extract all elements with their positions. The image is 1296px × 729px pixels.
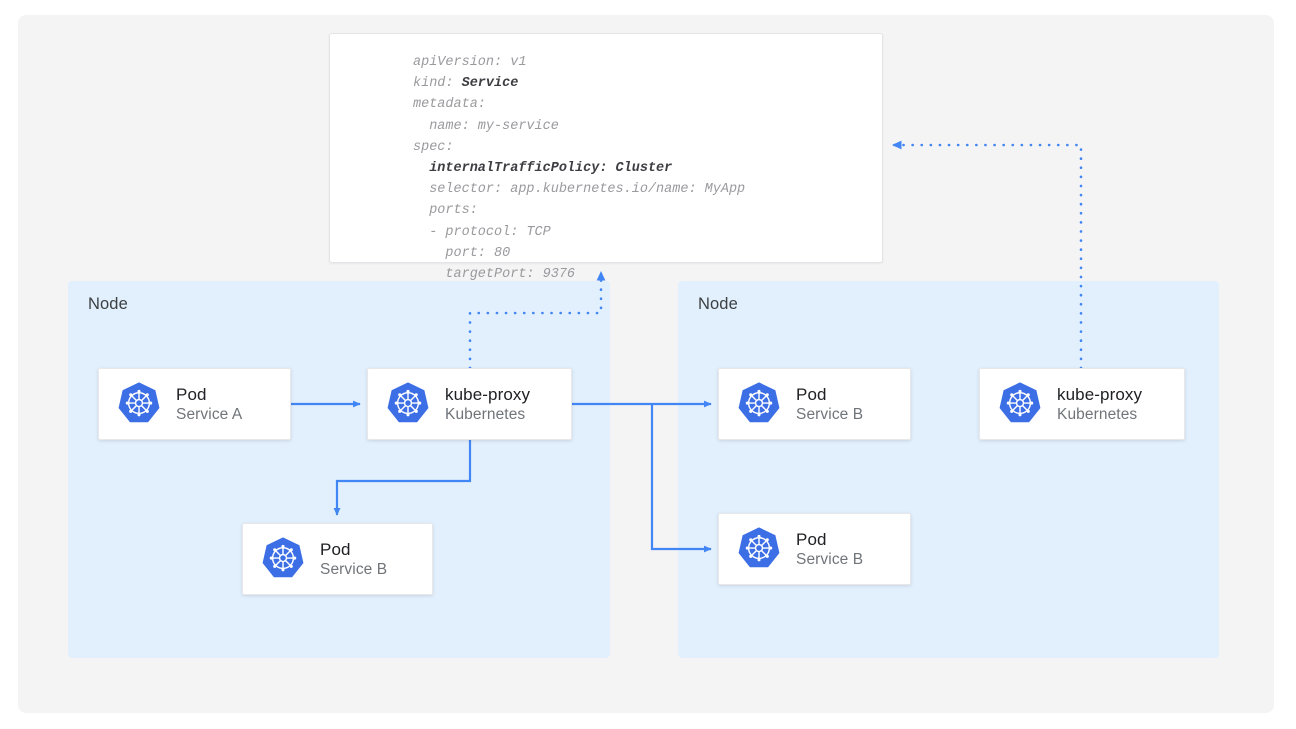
service-yaml-card: apiVersion: v1 kind: Service metadata: nam… — [329, 33, 883, 282]
card-pod-service-a[interactable]: Pod Service A — [98, 368, 291, 440]
card-kube-proxy-left[interactable]: kube-proxy Kubernetes — [367, 368, 572, 440]
card-pod-service-b-local[interactable]: Pod Service B — [242, 523, 433, 595]
kubernetes-icon — [387, 382, 429, 423]
card-subtitle: Kubernetes — [1057, 405, 1138, 423]
node-label: Node — [698, 295, 738, 313]
card-text: Pod Service B — [796, 384, 863, 425]
yaml-line-6: selector: app.kubernetes.io/name: MyApp — [413, 182, 746, 198]
yaml-line-0: apiVersion: v1 — [413, 55, 527, 70]
card-title: kube-proxy — [445, 384, 531, 404]
node-label: Node — [88, 295, 128, 313]
yaml-line-7: ports: — [413, 203, 478, 219]
card-title: Pod — [176, 384, 207, 404]
yaml-line-1-value: Service — [461, 76, 519, 92]
yaml-line-2: metadata: — [413, 97, 486, 113]
yaml-line-9: port: 80 — [413, 245, 511, 261]
yaml-line-4: spec: — [413, 139, 454, 155]
node-container-left: Node — [68, 281, 610, 658]
card-subtitle: Service B — [796, 405, 864, 423]
yaml-line-5: internalTrafficPolicy: Cluster — [413, 161, 673, 177]
card-text: Pod Service B — [796, 529, 863, 570]
card-title: kube-proxy — [1057, 384, 1143, 404]
kubernetes-icon — [738, 527, 780, 568]
yaml-line-8: - protocol: TCP — [413, 224, 551, 240]
card-kube-proxy-right[interactable]: kube-proxy Kubernetes — [979, 368, 1185, 440]
card-title: Pod — [796, 384, 827, 404]
card-text: Pod Service B — [320, 539, 387, 580]
card-pod-service-b-remote-2[interactable]: Pod Service B — [718, 513, 911, 585]
kubernetes-icon — [118, 382, 160, 423]
yaml-line-3: name: my-service — [413, 118, 559, 134]
card-pod-service-b-remote-1[interactable]: Pod Service B — [718, 368, 911, 440]
kubernetes-icon — [999, 382, 1041, 423]
card-text: kube-proxy Kubernetes — [1057, 384, 1142, 425]
card-text: kube-proxy Kubernetes — [445, 384, 530, 425]
kubernetes-icon — [262, 537, 304, 578]
card-subtitle: Kubernetes — [445, 405, 526, 423]
card-subtitle: Service A — [176, 405, 243, 423]
card-text: Pod Service A — [176, 384, 242, 425]
card-title: Pod — [796, 529, 827, 549]
card-title: Pod — [320, 539, 351, 559]
node-container-right: Node — [678, 281, 1219, 658]
service-yaml-text: apiVersion: v1 kind: Service metadata: nam… — [413, 52, 745, 285]
kubernetes-icon — [738, 382, 780, 423]
card-subtitle: Service B — [320, 560, 388, 578]
yaml-line-1: kind: Service — [413, 76, 519, 92]
card-subtitle: Service B — [796, 550, 864, 568]
